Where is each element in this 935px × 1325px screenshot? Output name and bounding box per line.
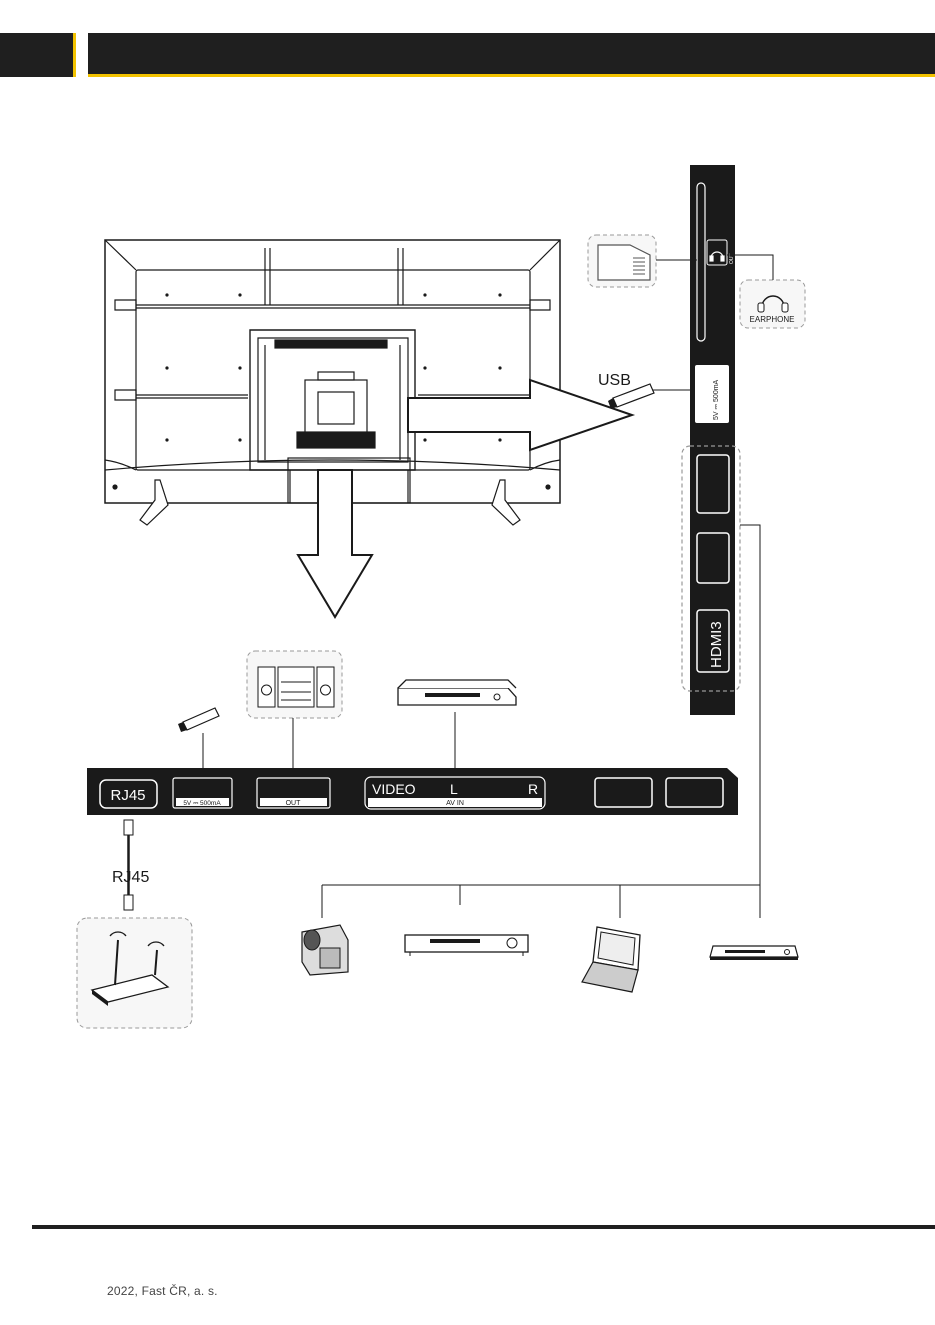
earphone-label: EARPHONE [750, 315, 795, 324]
router-icon [77, 918, 192, 1028]
out-port-label: OUT [286, 800, 302, 807]
hifi-system-icon [247, 651, 342, 718]
hdmi3-port-label: HDMI3 [708, 621, 725, 668]
av-in-label: AV IN [446, 800, 464, 807]
camcorder-icon [302, 925, 348, 975]
dvd-player-small-icon [710, 946, 798, 960]
video-port-label: VIDEO [372, 781, 416, 797]
audio-right-label: R [528, 781, 538, 797]
rj45-port-label: RJ45 [110, 787, 145, 804]
audio-left-label: L [450, 781, 458, 797]
rj45-cable-label: RJ45 [112, 869, 149, 886]
bottom-usb-rating: 5V ⎓ 500mA [183, 800, 221, 807]
footer-rule [32, 1225, 935, 1229]
usb-label: USB [598, 372, 631, 389]
laptop-icon [582, 927, 640, 992]
footer-copyright: 2022, Fast ČR, a. s. [107, 1284, 218, 1298]
side-usb-rating: 5V ⎓ 500mA [713, 379, 720, 420]
rj45-cable-icon [124, 820, 133, 910]
set-top-box-icon [405, 935, 528, 956]
sd-card-icon [588, 235, 656, 287]
usb-stick-bottom-icon [178, 708, 219, 732]
dvd-player-icon [398, 680, 516, 705]
